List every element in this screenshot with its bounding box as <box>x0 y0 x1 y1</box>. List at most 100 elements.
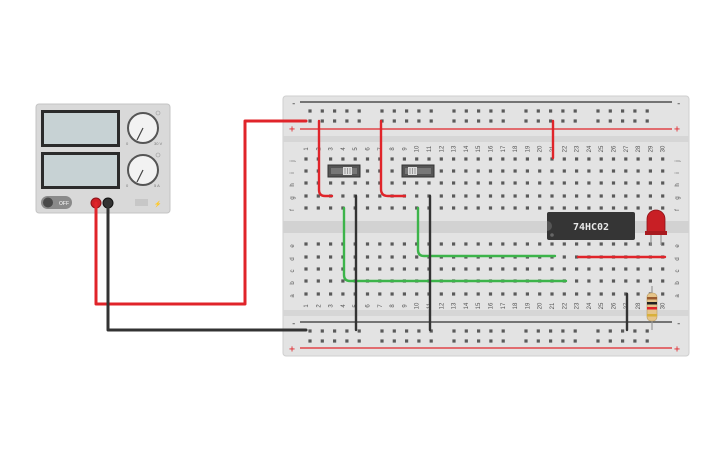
breadboard-hole[interactable] <box>439 181 443 185</box>
breadboard-hole[interactable] <box>464 194 468 198</box>
breadboard-hole[interactable] <box>561 329 565 333</box>
breadboard-hole[interactable] <box>365 267 370 271</box>
breadboard-hole[interactable] <box>452 206 456 210</box>
breadboard-hole[interactable] <box>599 267 603 271</box>
breadboard-hole[interactable] <box>661 242 665 246</box>
breadboard-hole[interactable] <box>645 119 649 123</box>
breadboard-hole[interactable] <box>452 194 456 198</box>
breadboard-hole[interactable] <box>596 339 600 343</box>
slide-switch-1[interactable] <box>327 164 361 178</box>
breadboard-hole[interactable] <box>417 119 421 123</box>
breadboard-hole[interactable] <box>390 255 394 259</box>
breadboard-hole[interactable] <box>596 119 600 123</box>
breadboard-hole[interactable] <box>304 279 308 283</box>
breadboard-hole[interactable] <box>599 206 603 210</box>
breadboard-hole[interactable] <box>304 255 308 259</box>
breadboard-hole[interactable] <box>477 119 481 123</box>
breadboard-hole[interactable] <box>525 181 529 185</box>
breadboard-hole[interactable] <box>304 169 308 173</box>
breadboard-hole[interactable] <box>316 242 320 246</box>
breadboard-hole[interactable] <box>550 292 554 296</box>
breadboard-hole[interactable] <box>575 169 579 173</box>
breadboard-hole[interactable] <box>378 206 382 210</box>
breadboard-hole[interactable] <box>402 181 406 185</box>
breadboard-hole[interactable] <box>648 194 652 198</box>
breadboard-hole[interactable] <box>525 194 529 198</box>
breadboard-hole[interactable] <box>357 119 361 123</box>
breadboard-hole[interactable] <box>599 157 603 161</box>
breadboard-hole[interactable] <box>365 181 370 185</box>
breadboard-hole[interactable] <box>390 242 394 246</box>
breadboard-hole[interactable] <box>476 169 480 173</box>
breadboard-hole[interactable] <box>452 169 456 173</box>
breadboard-hole[interactable] <box>316 206 320 210</box>
breadboard-hole[interactable] <box>661 279 665 283</box>
breadboard-hole[interactable] <box>599 242 603 246</box>
breadboard-hole[interactable] <box>489 119 493 123</box>
breadboard-hole[interactable] <box>417 339 421 343</box>
breadboard-hole[interactable] <box>402 157 406 161</box>
breadboard-hole[interactable] <box>488 181 493 185</box>
breadboard-hole[interactable] <box>345 119 349 123</box>
breadboard-hole[interactable] <box>661 181 665 185</box>
breadboard-hole[interactable] <box>308 329 312 333</box>
breadboard-hole[interactable] <box>549 329 553 333</box>
breadboard-hole[interactable] <box>452 329 456 333</box>
breadboard-hole[interactable] <box>476 194 480 198</box>
red-jumper-switch1[interactable] <box>317 119 334 198</box>
breadboard-hole[interactable] <box>648 267 652 271</box>
breadboard-hole[interactable] <box>464 242 468 246</box>
slide-switch-2[interactable] <box>401 164 435 178</box>
breadboard-hole[interactable] <box>549 339 553 343</box>
breadboard-hole[interactable] <box>405 329 409 333</box>
breadboard-hole[interactable] <box>599 169 603 173</box>
breadboard-hole[interactable] <box>365 157 370 161</box>
breadboard-hole[interactable] <box>624 242 628 246</box>
breadboard-hole[interactable] <box>415 267 419 271</box>
breadboard-hole[interactable] <box>648 279 652 283</box>
breadboard-hole[interactable] <box>573 329 577 333</box>
breadboard-hole[interactable] <box>477 109 481 113</box>
breadboard-hole[interactable] <box>624 157 628 161</box>
breadboard-hole[interactable] <box>524 119 528 123</box>
breadboard-hole[interactable] <box>452 181 456 185</box>
breadboard-hole[interactable] <box>439 157 443 161</box>
breadboard-hole[interactable] <box>525 292 529 296</box>
breadboard-hole[interactable] <box>501 206 505 210</box>
breadboard-hole[interactable] <box>587 206 591 210</box>
breadboard-hole[interactable] <box>439 267 443 271</box>
breadboard-hole[interactable] <box>513 181 517 185</box>
breadboard-hole[interactable] <box>587 157 591 161</box>
breadboard-hole[interactable] <box>402 267 406 271</box>
breadboard-hole[interactable] <box>636 169 640 173</box>
breadboard-hole[interactable] <box>621 119 625 123</box>
breadboard-hole[interactable] <box>538 267 542 271</box>
breadboard-hole[interactable] <box>524 109 528 113</box>
breadboard-hole[interactable] <box>661 267 665 271</box>
breadboard-hole[interactable] <box>611 157 616 161</box>
breadboard-hole[interactable] <box>365 169 370 173</box>
breadboard-hole[interactable] <box>429 109 433 113</box>
breadboard-hole[interactable] <box>536 109 540 113</box>
breadboard-hole[interactable] <box>538 242 542 246</box>
breadboard-hole[interactable] <box>575 267 579 271</box>
breadboard-hole[interactable] <box>624 206 628 210</box>
breadboard-hole[interactable] <box>380 329 384 333</box>
breadboard-hole[interactable] <box>538 194 542 198</box>
breadboard-hole[interactable] <box>316 267 320 271</box>
breadboard-hole[interactable] <box>587 292 591 296</box>
breadboard-hole[interactable] <box>633 329 637 333</box>
breadboard-hole[interactable] <box>417 329 421 333</box>
breadboard-hole[interactable] <box>611 267 616 271</box>
breadboard-hole[interactable] <box>476 157 480 161</box>
breadboard-hole[interactable] <box>464 181 468 185</box>
breadboard-hole[interactable] <box>648 169 652 173</box>
supply-negative-wire[interactable] <box>106 201 308 332</box>
breadboard-hole[interactable] <box>390 157 394 161</box>
breadboard-hole[interactable] <box>341 181 345 185</box>
breadboard-hole[interactable] <box>608 339 612 343</box>
breadboard-hole[interactable] <box>661 194 665 198</box>
breadboard-hole[interactable] <box>621 109 625 113</box>
breadboard-hole[interactable] <box>648 206 652 210</box>
breadboard-hole[interactable] <box>538 206 542 210</box>
